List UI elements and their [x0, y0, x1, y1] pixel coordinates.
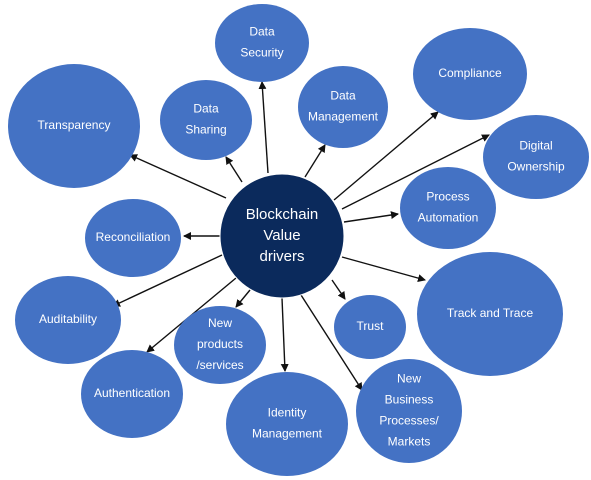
node-circle-process-automation [400, 167, 496, 249]
node-reconciliation: Reconciliation [85, 199, 181, 277]
node-label-digital-ownership-line-0: Digital [519, 139, 552, 153]
node-circle-data-sharing [160, 80, 252, 160]
node-authentication: Authentication [81, 350, 183, 438]
node-circle-identity-management [226, 372, 348, 476]
node-label-new-business-processes-markets-line-1: Business [385, 393, 434, 407]
node-label-reconciliation-line-0: Reconciliation [96, 230, 171, 244]
node-label-process-automation-line-0: Process [426, 190, 469, 204]
arrow-to-auditability [112, 254, 223, 307]
node-circle-new-products-services [174, 306, 266, 384]
node-label-compliance-line-0: Compliance [438, 66, 502, 80]
node-label-identity-management-line-1: Management [252, 427, 323, 441]
arrow-to-transparency [129, 154, 227, 199]
node-label-data-security-line-1: Security [240, 46, 283, 60]
node-label-new-business-processes-markets-line-3: Markets [388, 435, 431, 449]
node-label-new-business-processes-markets-line-0: New [397, 372, 421, 386]
node-trust: Trust [334, 295, 406, 359]
node-circle-auditability [15, 276, 121, 364]
arrow-to-new-business-processes-markets [300, 294, 363, 391]
center-label-line-1: Value [263, 227, 300, 244]
node-label-data-sharing-line-0: Data [193, 102, 219, 116]
node-circle-reconciliation [85, 199, 181, 277]
arrow-to-data-management [304, 144, 326, 178]
node-label-data-security-line-0: Data [249, 25, 275, 39]
node-label-auditability-line-0: Auditability [39, 312, 97, 326]
node-label-digital-ownership-line-1: Ownership [507, 160, 565, 174]
arrow-to-data-sharing [225, 156, 243, 183]
node-label-new-products-services-line-0: New [208, 316, 232, 330]
node-transparency: Transparency [8, 64, 140, 188]
node-auditability: Auditability [15, 276, 121, 364]
arrow-to-new-products-services [235, 289, 251, 308]
node-circle-data-security [215, 4, 309, 82]
node-compliance: Compliance [413, 28, 527, 120]
center-label-line-0: Blockchain [246, 206, 319, 223]
arrow-to-data-security [258, 81, 269, 174]
nodes-layer: DataSecurityComplianceDataManagementTran… [8, 4, 589, 476]
node-label-track-and-trace-line-0: Track and Trace [447, 306, 534, 320]
node-label-new-products-services-line-1: products [197, 337, 243, 351]
node-label-transparency-line-0: Transparency [38, 118, 111, 132]
arrow-to-trust [331, 279, 346, 300]
node-label-new-products-services-line-2: /services [196, 358, 243, 372]
node-label-new-business-processes-markets-line-2: Processes/ [379, 414, 439, 428]
center-circle [219, 173, 345, 299]
arrow-to-process-automation [343, 211, 399, 223]
node-circle-track-and-trace [417, 252, 563, 376]
node-circle-trust [334, 295, 406, 359]
center-label-line-2: drivers [259, 248, 304, 265]
arrow-to-track-and-trace [341, 256, 426, 282]
node-label-identity-management-line-0: Identity [268, 406, 307, 420]
arrow-to-compliance [333, 111, 439, 201]
node-circle-authentication [81, 350, 183, 438]
node-circle-transparency [8, 64, 140, 188]
node-label-data-management-line-1: Management [308, 110, 379, 124]
node-track-and-trace: Track and Trace [417, 252, 563, 376]
node-label-data-sharing-line-1: Sharing [185, 123, 226, 137]
node-label-authentication-line-0: Authentication [94, 386, 170, 400]
node-label-process-automation-line-1: Automation [418, 211, 479, 225]
node-new-products-services: New products/services [174, 306, 266, 384]
node-circle-new-business-processes-markets [356, 359, 462, 463]
arrow-to-identity-management [280, 297, 289, 372]
arrow-to-digital-ownership [341, 134, 490, 210]
node-circle-compliance [413, 28, 527, 120]
node-circle-data-management [298, 66, 388, 148]
node-label-trust-line-0: Trust [357, 319, 385, 333]
node-label-data-management-line-0: Data [330, 89, 356, 103]
node-circle-digital-ownership [483, 115, 589, 199]
